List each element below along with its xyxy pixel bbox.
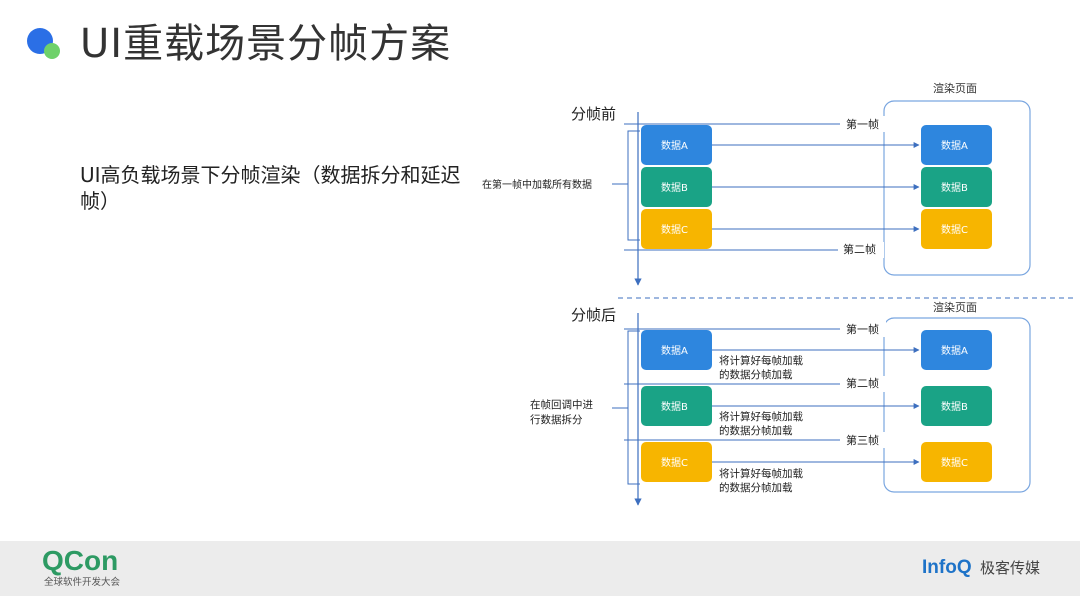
- before-page-box-c-label: 数据C: [941, 223, 968, 236]
- after-arrow-c-note2: 的数据分帧加载: [719, 481, 793, 494]
- footer-bar: [0, 541, 1080, 596]
- after-note-line2: 行数据拆分: [530, 413, 583, 426]
- after-page-box-c-label: 数据C: [941, 456, 968, 469]
- after-page-box-b: 数据B: [921, 386, 992, 426]
- before-box-a-label: 数据A: [661, 139, 688, 152]
- before-heading: 分帧前: [571, 105, 616, 123]
- after-page-box-c: 数据C: [921, 442, 992, 482]
- before-page-box-b-label: 数据B: [941, 181, 968, 194]
- after-box-b-label: 数据B: [661, 400, 688, 413]
- after-box-c: 数据C: [641, 442, 712, 482]
- before-frame2-label: 第二帧: [843, 242, 876, 256]
- after-arrow-b-note2: 的数据分帧加载: [719, 424, 793, 437]
- after-page-box-a: 数据A: [921, 330, 992, 370]
- infoq-logo: InfoQ: [922, 557, 972, 578]
- after-frame1-label-bg: [840, 321, 886, 337]
- after-arrow-b-note1: 将计算好每帧加载: [719, 410, 803, 423]
- before-page-box-a: 数据A: [921, 125, 992, 165]
- page-subtitle: UI高负载场景下分帧渲染（数据拆分和延迟帧）: [80, 163, 461, 213]
- qcon-tagline: 全球软件开发大会: [44, 577, 121, 588]
- after-heading: 分帧后: [571, 306, 616, 324]
- title-bullet-green: [44, 43, 60, 59]
- before-box-c-label: 数据C: [661, 223, 688, 236]
- before-box-c: 数据C: [641, 209, 712, 249]
- after-note-line1: 在帧回调中进: [530, 398, 593, 411]
- before-box-b: 数据B: [641, 167, 712, 207]
- before-frame2-label-bg: [838, 242, 884, 258]
- before-box-b-label: 数据B: [661, 181, 688, 194]
- after-arrow-c-note1: 将计算好每帧加载: [719, 467, 803, 480]
- after-frame2-label-bg: [840, 376, 886, 392]
- before-render-page-label: 渲染页面: [933, 81, 977, 95]
- after-box-a: 数据A: [641, 330, 712, 370]
- after-frame2-label: 第二帧: [846, 376, 879, 390]
- after-box-a-label: 数据A: [661, 344, 688, 357]
- after-frame1-label: 第一帧: [846, 322, 879, 336]
- jike-media-label: 极客传媒: [980, 559, 1041, 577]
- before-page-box-b: 数据B: [921, 167, 992, 207]
- after-page-box-a-label: 数据A: [941, 344, 968, 357]
- after-render-page-label: 渲染页面: [933, 300, 977, 314]
- after-arrow-a-note2: 的数据分帧加载: [719, 368, 793, 381]
- before-frame1-label-bg: [840, 116, 886, 132]
- after-frame3-label-bg: [840, 432, 886, 448]
- after-arrow-a-note1: 将计算好每帧加载: [719, 354, 803, 367]
- before-bracket: [627, 130, 640, 241]
- qcon-logo: QCon: [42, 545, 119, 576]
- before-note: 在第一帧中加载所有数据: [482, 178, 592, 191]
- before-box-a: 数据A: [641, 125, 712, 165]
- after-page-box-b-label: 数据B: [941, 400, 968, 413]
- before-frame1-label-text: 第一帧: [846, 117, 879, 131]
- before-page-box-a-label: 数据A: [941, 139, 968, 152]
- page-title: UI重载场景分帧方案: [80, 21, 452, 67]
- after-frame3-label: 第三帧: [846, 433, 879, 447]
- after-box-b: 数据B: [641, 386, 712, 426]
- before-page-box-c: 数据C: [921, 209, 992, 249]
- after-box-c-label: 数据C: [661, 456, 688, 469]
